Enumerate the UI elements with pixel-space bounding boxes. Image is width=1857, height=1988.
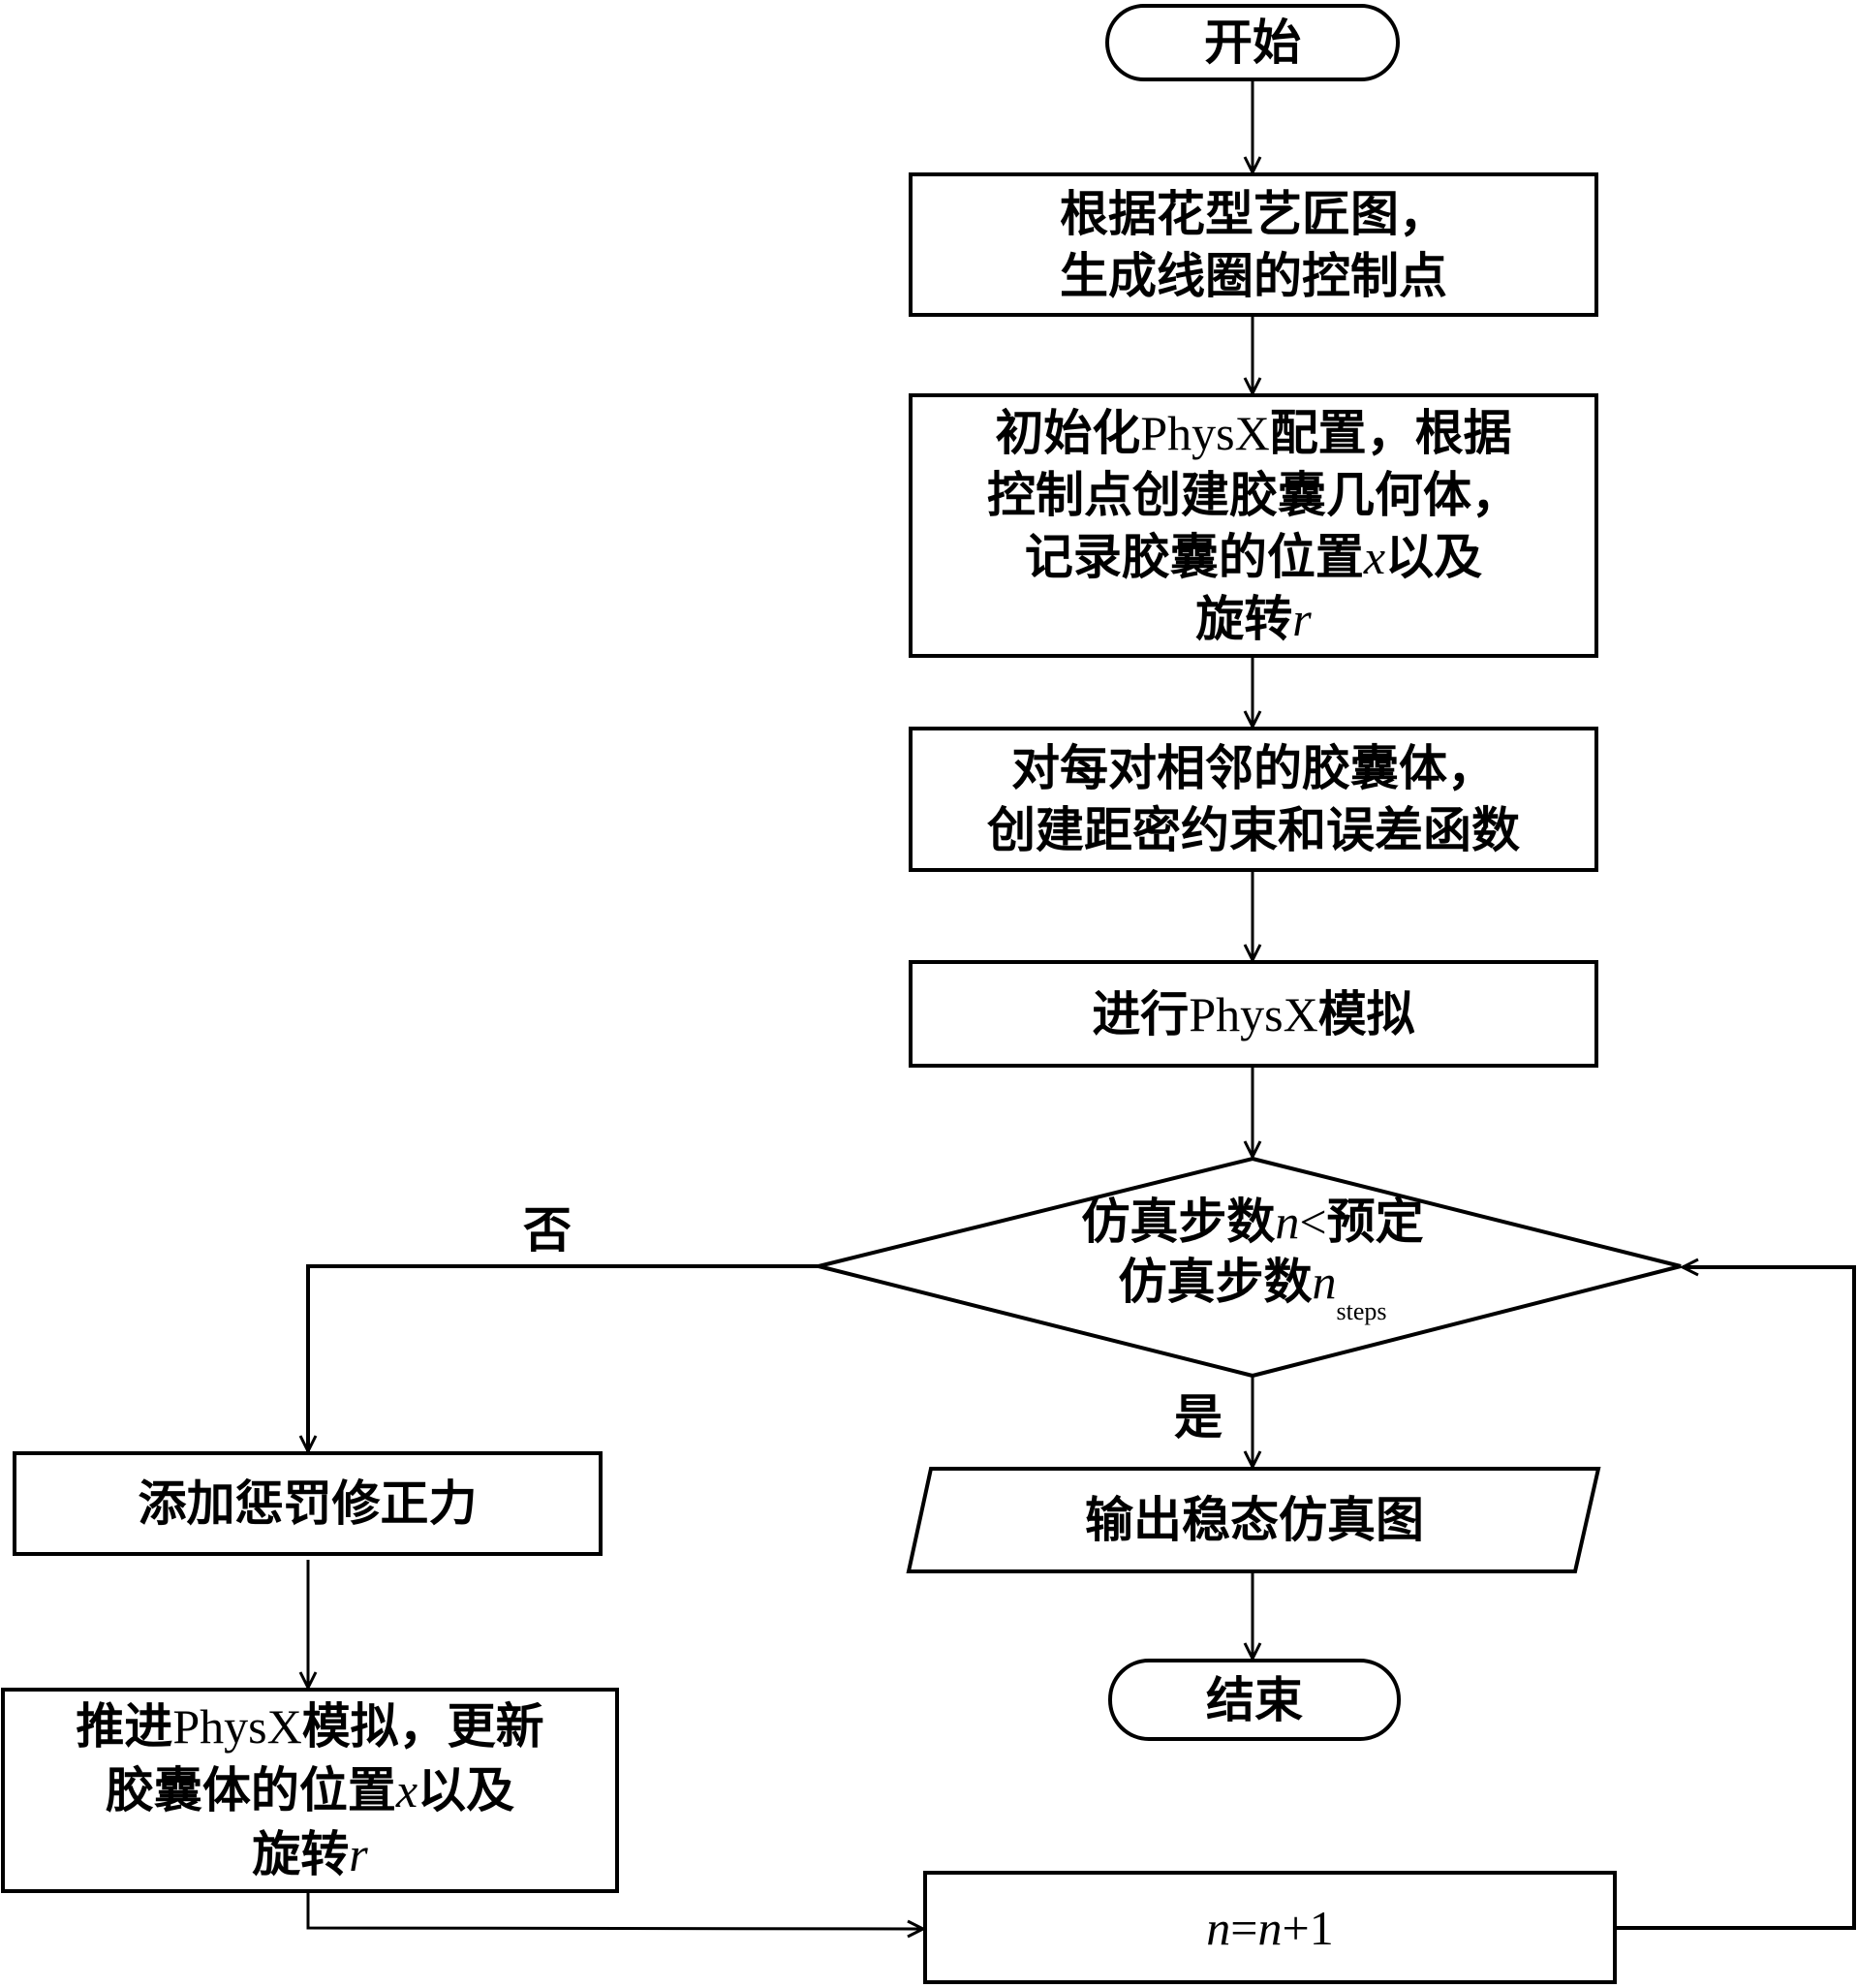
constraints-line-1: 对每对相邻的胶囊体， — [1011, 739, 1496, 796]
init-line-3-b: 以及 — [1385, 527, 1483, 585]
advance-line-1-physx: PhysX — [172, 1699, 302, 1754]
advance-line-2-a: 胶囊体的位置 — [105, 1761, 396, 1818]
output-parallelogram-shape — [906, 1467, 1601, 1573]
init-line-1-a: 初始化 — [995, 403, 1141, 461]
advance-line-1-b: 模拟，更新 — [301, 1697, 544, 1755]
init-line-3-a: 记录胶囊的位置 — [1024, 527, 1364, 585]
constraints-line-2: 创建距密约束和误差函数 — [987, 801, 1520, 858]
simulate-a: 进行 — [1092, 984, 1190, 1042]
init-box-shape — [909, 393, 1598, 658]
init-line-2: 控制点创建胶囊几何体， — [987, 465, 1520, 523]
increment-step: n=n+1 — [925, 1873, 1615, 1982]
generate-box-shape — [909, 172, 1598, 317]
generate-line-2: 生成线圈的控制点 — [1060, 246, 1447, 304]
init-physx-step: 初始化PhysX配置，根据 控制点创建胶囊几何体， 记录胶囊的位置x以及 旋转r — [911, 395, 1596, 656]
init-line-1-b: 配置，根据 — [1269, 403, 1512, 461]
advance-line-3-a: 旋转 — [252, 1825, 350, 1882]
end-label: 结束 — [1206, 1670, 1303, 1728]
init-var-r: r — [1292, 591, 1312, 646]
advance-line-2-b: 以及 — [418, 1761, 515, 1818]
increment-equals: = — [1230, 1900, 1258, 1955]
increment-plus-one: +1 — [1282, 1900, 1334, 1955]
penalty-label: 添加惩罚修正力 — [138, 1475, 478, 1532]
advance-var-x: x — [395, 1763, 418, 1817]
branch-no-label: 否 — [523, 1201, 572, 1258]
simulate-b: 模拟 — [1317, 984, 1415, 1042]
init-var-x: x — [1363, 529, 1386, 584]
decision-line-1-a: 仿真步数 — [1081, 1192, 1276, 1250]
output-steady-state-step: 输出稳态仿真图 — [920, 1469, 1589, 1571]
init-line-1-physx: PhysX — [1140, 405, 1270, 460]
decision-subscript-steps: steps — [1336, 1296, 1387, 1325]
step-count-decision: 仿真步数n<预定 仿真步数nsteps — [1007, 1184, 1498, 1349]
advance-line-1-a: 推进 — [76, 1697, 173, 1755]
decision-line-2-a: 仿真步数 — [1118, 1252, 1313, 1310]
arrow-decision-no-to-penalty — [308, 1264, 819, 1451]
increment-var-n-2: n — [1257, 1900, 1283, 1955]
penalty-box-shape — [13, 1451, 603, 1556]
run-simulation-step: 进行PhysX模拟 — [911, 962, 1596, 1066]
constraints-box-shape — [909, 727, 1598, 872]
add-penalty-force-step: 添加惩罚修正力 — [15, 1453, 601, 1554]
arrow-advance-to-increment — [306, 1891, 923, 1929]
generate-control-points-step: 根据花型艺匠图， 生成线圈的控制点 — [911, 174, 1596, 315]
create-constraints-step: 对每对相邻的胶囊体， 创建距密约束和误差函数 — [911, 729, 1596, 870]
decision-line-1-b: 预定 — [1326, 1192, 1424, 1250]
init-line-4-a: 旋转 — [1195, 589, 1293, 647]
end-terminal-shape — [1108, 1659, 1401, 1741]
arrow-increment-loop-to-decision — [1615, 1267, 1856, 1930]
increment-var-n: n — [1206, 1900, 1231, 1955]
increment-box-shape — [923, 1871, 1617, 1984]
output-label: 输出稳态仿真图 — [1085, 1491, 1424, 1548]
advance-box-shape — [1, 1688, 619, 1893]
decision-op-less-than: < — [1299, 1194, 1327, 1249]
end-terminal: 结束 — [1110, 1661, 1399, 1739]
decision-var-n-steps: n — [1312, 1254, 1337, 1309]
start-terminal: 开始 — [1107, 6, 1398, 79]
start-label: 开始 — [1204, 14, 1301, 71]
branch-yes-label: 是 — [1174, 1388, 1223, 1445]
advance-var-r: r — [349, 1827, 368, 1881]
generate-line-1: 根据花型艺匠图， — [1060, 184, 1447, 242]
decision-var-n: n — [1275, 1194, 1300, 1249]
advance-simulation-step: 推进PhysX模拟，更新 胶囊体的位置x以及 旋转r — [3, 1690, 617, 1891]
simulate-physx: PhysX — [1189, 986, 1318, 1041]
